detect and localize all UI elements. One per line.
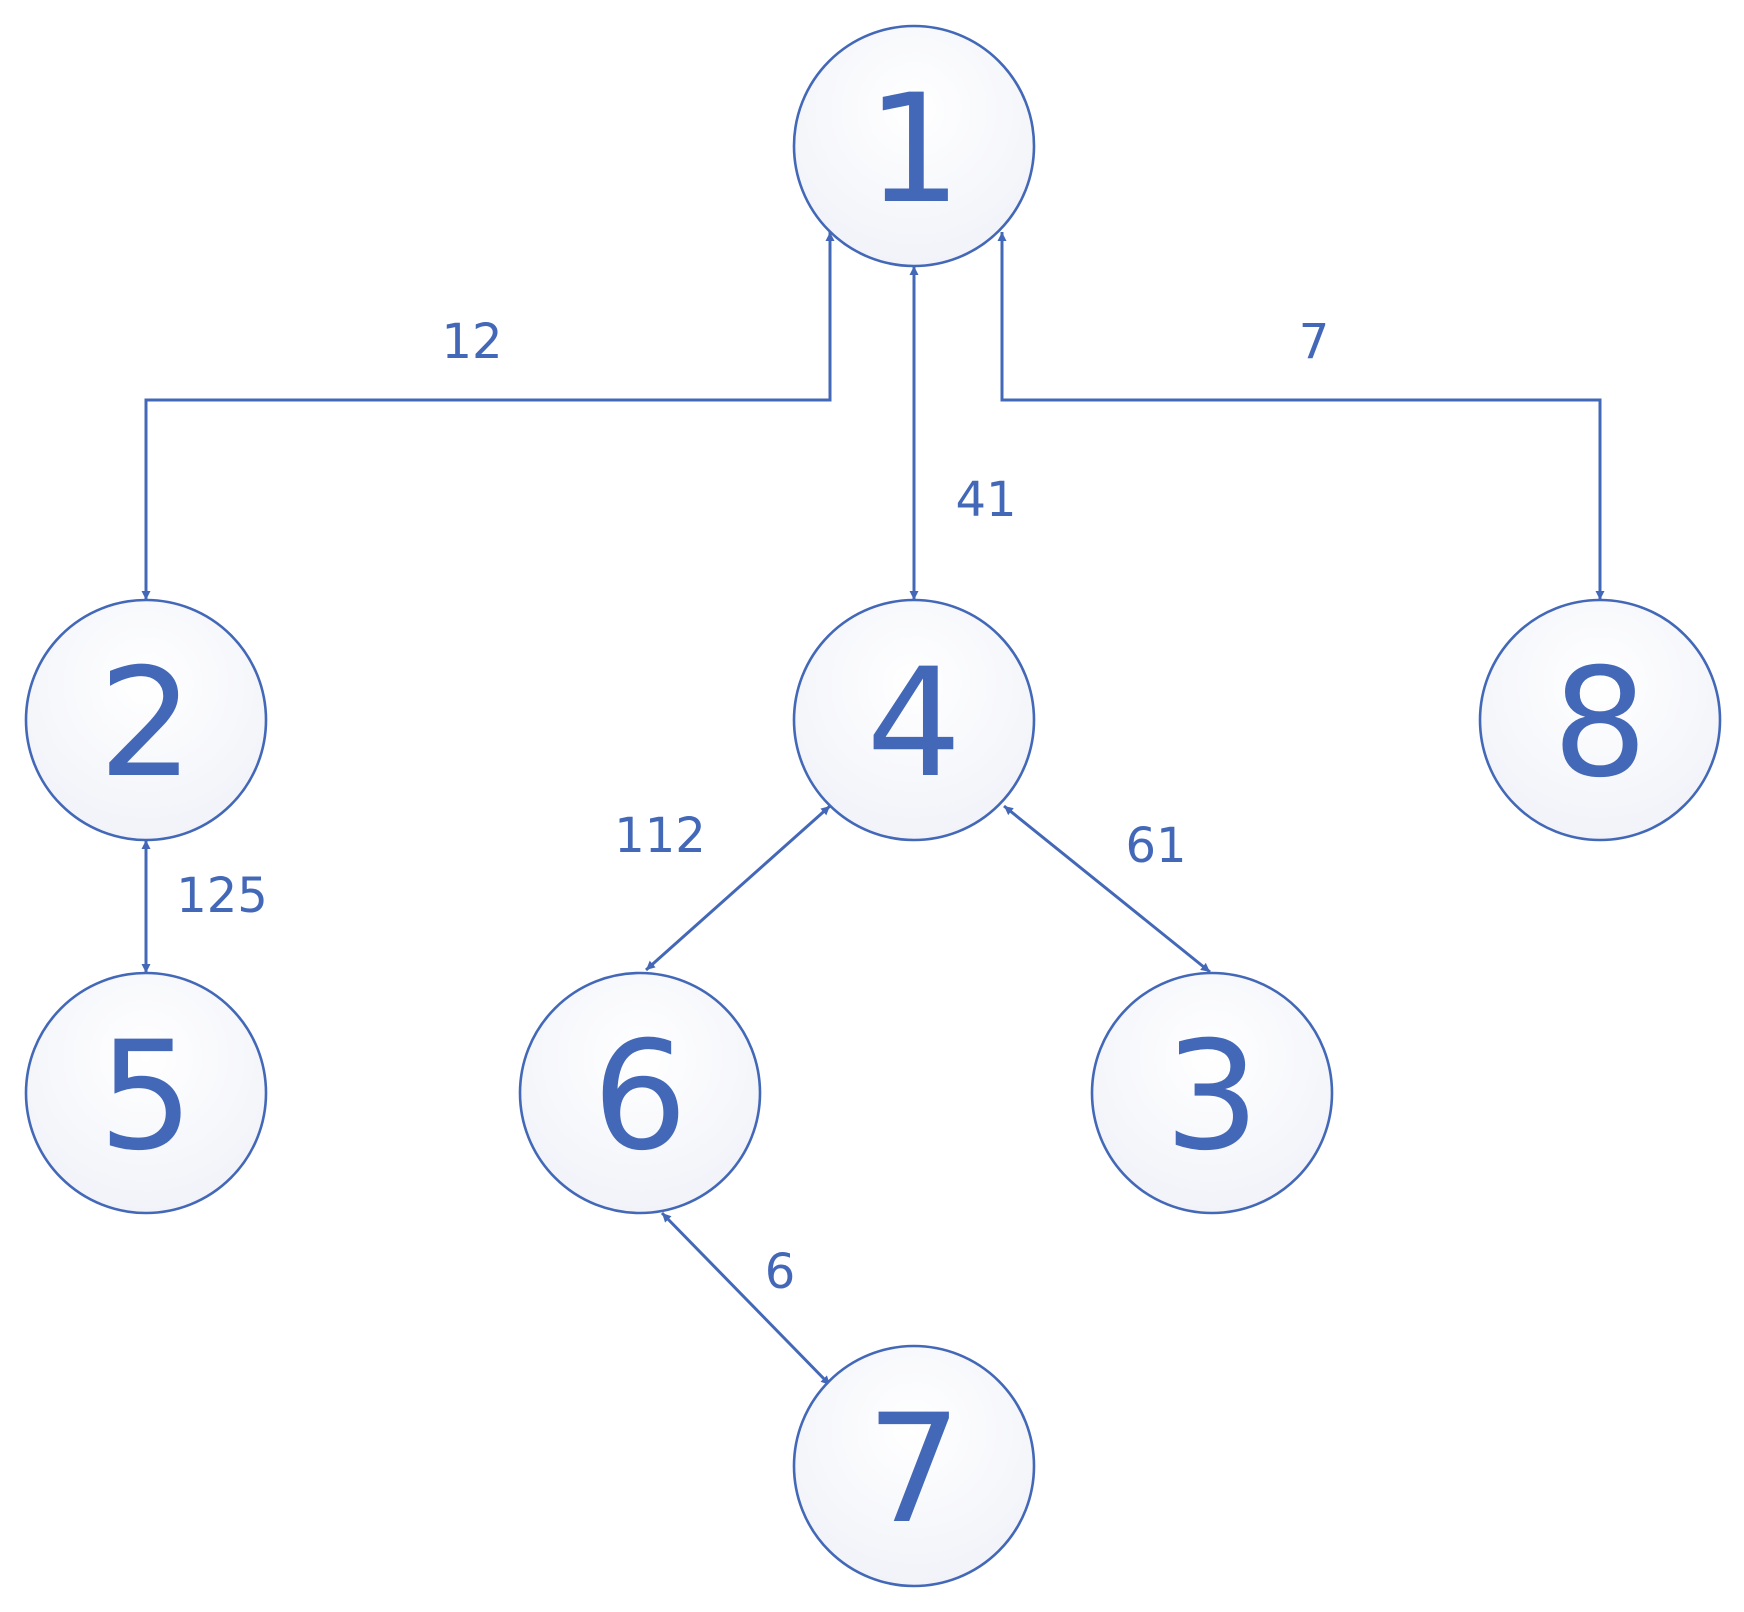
edge-4-3 (1003, 804, 1211, 974)
edge-label-2-5: 125 (176, 868, 268, 924)
edge-4-6 (645, 804, 831, 972)
node-5: 5 (24, 971, 268, 1215)
node-2: 2 (24, 598, 268, 842)
node-label-3: 3 (1164, 1010, 1259, 1184)
node-6: 6 (518, 971, 762, 1215)
node-8: 8 (1478, 598, 1722, 842)
node-7: 7 (792, 1344, 1036, 1588)
edges-layer (141, 232, 1605, 1387)
edge-1-8 (997, 232, 1605, 600)
node-label-4: 4 (866, 637, 961, 811)
node-circle-3 (1090, 971, 1334, 1215)
node-label-8: 8 (1552, 637, 1647, 811)
node-circle-7 (792, 1344, 1036, 1588)
edge-label-1-8: 7 (1299, 314, 1330, 370)
node-circle-1 (792, 24, 1036, 268)
node-4: 4 (792, 598, 1036, 842)
node-circle-4 (792, 598, 1036, 842)
node-label-5: 5 (98, 1010, 193, 1184)
node-1: 1 (792, 24, 1036, 268)
node-circle-2 (24, 598, 268, 842)
edge-labels-layer: 12 41 7 125 112 61 6 (176, 314, 1329, 1300)
edge-label-1-2: 12 (441, 314, 502, 370)
node-circle-6 (518, 971, 762, 1215)
edge-label-4-3: 61 (1125, 818, 1186, 874)
edge-1-2 (141, 232, 835, 600)
node-label-6: 6 (592, 1010, 687, 1184)
edge-label-6-7: 6 (765, 1244, 796, 1300)
edge-6-7 (660, 1211, 832, 1387)
node-circle-8 (1478, 598, 1722, 842)
node-label-1: 1 (866, 63, 961, 237)
node-circle-5 (24, 971, 268, 1215)
node-3: 3 (1090, 971, 1334, 1215)
edge-label-4-6: 112 (614, 808, 706, 864)
edge-label-1-4: 41 (955, 472, 1016, 528)
node-label-2: 2 (98, 637, 193, 811)
node-label-7: 7 (866, 1383, 961, 1557)
